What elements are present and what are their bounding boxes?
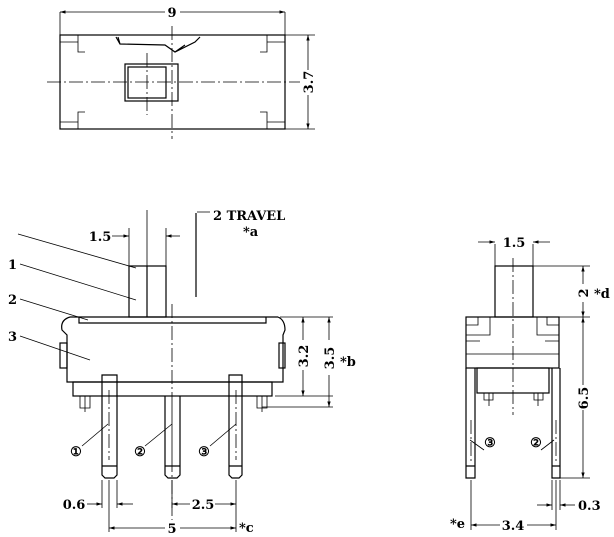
- end-pins: [465, 368, 561, 479]
- end-body: [465, 316, 560, 369]
- dim-pin-width-0.6: 0.6: [63, 498, 86, 513]
- dim-total-height-6.5: 6.5: [577, 387, 592, 410]
- dim-pin-thickness-0.3: 0.3: [578, 499, 601, 514]
- dim-end-pin-span-3.4: 3.4: [502, 519, 525, 534]
- dim-height-3.7: 3.7: [302, 71, 317, 94]
- end-actuator: [494, 265, 534, 318]
- height-note: *b: [340, 355, 356, 370]
- side-view: 1.5 2 TRAVEL *a 1 2 3 3.2 3.5 *b ① ② ③ 0…: [8, 209, 356, 537]
- side-cover: [70, 316, 278, 324]
- travel-note: *a: [243, 225, 259, 240]
- dim-width-9: 9: [167, 6, 176, 21]
- dim-end-actuator-1.5: 1.5: [503, 236, 526, 251]
- top-view: 9 3.7: [47, 6, 317, 139]
- pin-label-2: ②: [134, 445, 146, 460]
- end-view: 1.5 2 *d 6.5 ③ ② 0.3 3.4 *e: [450, 236, 610, 534]
- pin-label-3: ③: [198, 445, 210, 460]
- dim-pin-span-5: 5: [167, 522, 176, 537]
- dim-actuator-1.5: 1.5: [89, 230, 112, 245]
- part-label-2: 2: [8, 293, 17, 308]
- part-label-1: 1: [8, 258, 17, 273]
- dim-actuator-height-2: 2: [577, 288, 592, 297]
- top-spring: [115, 36, 201, 53]
- travel-label: 2 TRAVEL: [213, 209, 285, 224]
- pin-label-1: ①: [70, 445, 82, 460]
- top-slot: [124, 63, 179, 102]
- end-pin-label-3: ③: [484, 436, 496, 451]
- pin-span-note: *c: [239, 521, 254, 536]
- end-pin-label-2: ②: [530, 436, 542, 451]
- actuator-height-note: *d: [594, 287, 610, 302]
- end-pin-span-note: *e: [450, 517, 465, 532]
- part-label-3: 3: [8, 330, 17, 345]
- side-body: [61, 316, 286, 383]
- dim-height-3.2: 3.2: [297, 345, 312, 368]
- dim-height-3.5: 3.5: [323, 347, 338, 370]
- dim-pin-pitch-2.5: 2.5: [192, 498, 215, 513]
- side-pins: [101, 374, 243, 479]
